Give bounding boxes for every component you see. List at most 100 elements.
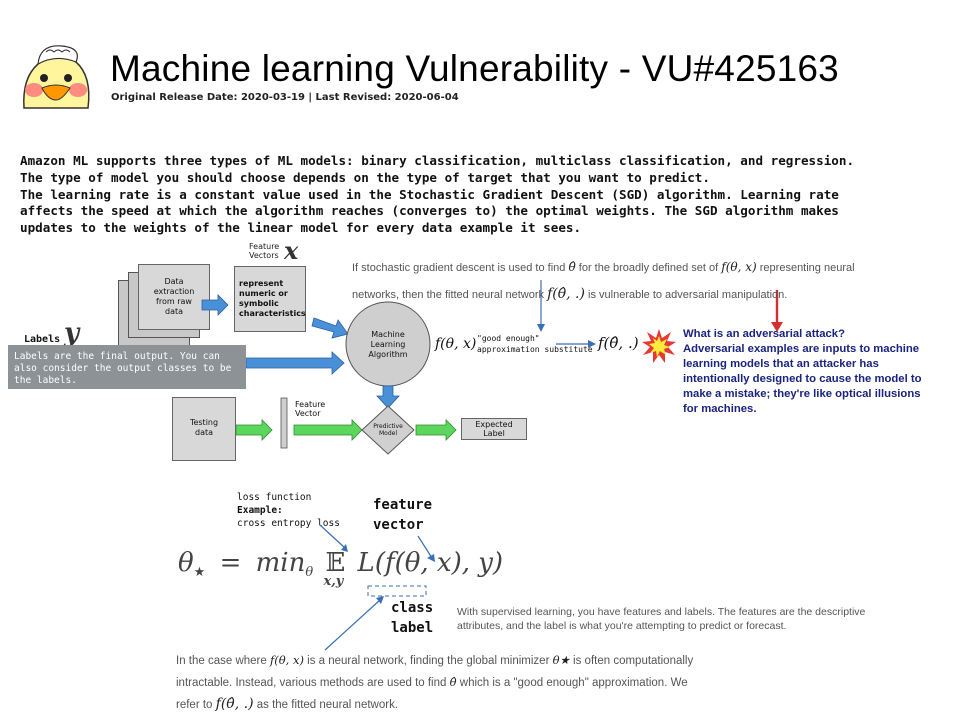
eq-loss: L <box>357 548 375 578</box>
expected-label-line: Label <box>483 429 505 438</box>
bottom-note-text: is a neural network, finding the global … <box>307 655 550 667</box>
labels-note: Labels are the final output. You can als… <box>8 345 246 389</box>
arrow-labels-to-ml <box>245 351 345 375</box>
feature-box-line: characteristics <box>239 309 306 318</box>
expected-label-line: Expected <box>475 420 513 429</box>
ml-pipeline-arrows <box>201 280 596 455</box>
bottom-note-text: is often computationally <box>573 655 694 667</box>
adversarial-line: Adversarial examples are inputs to machi… <box>683 343 920 355</box>
expected-label-box: Expected Label <box>461 418 527 440</box>
bottom-note-text: as the fitted neural network. <box>256 699 399 711</box>
optimization-equation: θ★ = minθ 𝔼 x,y L(f(θ, x), y) <box>178 548 504 589</box>
adversarial-line: for machines. <box>683 403 757 415</box>
loss-pointer-line <box>319 524 346 549</box>
feature-vector-label-line: Feature <box>295 400 326 409</box>
explosion-icon <box>641 328 677 364</box>
f-theta-x-symbol: f(θ, x) <box>721 260 757 274</box>
loss-function-label: loss function Example: cross entropy los… <box>237 491 340 530</box>
predictive-model-label: Predictive Model <box>364 423 412 437</box>
ml-label-line: Machine <box>371 330 405 339</box>
eq-theta: θ <box>178 548 194 578</box>
release-date-subtitle: Original Release Date: 2020-03-19 | Last… <box>111 92 459 103</box>
feature-vectors-label-line: Vectors <box>249 251 279 260</box>
feature-vectors-symbol: x <box>284 236 299 265</box>
class-label-line: class <box>391 600 434 616</box>
arrow-features-to-ml <box>311 317 349 339</box>
feature-pointer-head <box>427 554 435 562</box>
f-theta-x-symbol: f(θ, x) <box>269 653 304 667</box>
labels-title: Labels <box>24 334 61 345</box>
data-extraction-line: from raw <box>156 297 192 306</box>
adversarial-line: What is an adversarial attack? <box>683 328 845 340</box>
feature-vector-annotation: feature vector <box>373 495 432 535</box>
eq-body: (f(θ, x), y) <box>374 548 504 578</box>
class-label-line: label <box>391 620 434 636</box>
feature-vector-annotation-line: feature <box>373 497 433 513</box>
data-extraction-box: Data extraction from raw data <box>138 264 210 330</box>
loss-label-line: loss function <box>237 492 312 503</box>
feature-description-box: represent numeric or symbolic characteri… <box>234 266 306 332</box>
feature-vector-annotation-line: vector <box>373 517 424 533</box>
labels-symbol: y <box>64 318 80 348</box>
adversarial-line: make a mistake; they're like optical ill… <box>683 388 921 400</box>
intro-line: updates to the weights of the linear mod… <box>20 220 582 236</box>
bottom-note-text: In the case where <box>176 655 267 667</box>
ml-label-line: Learning <box>370 340 406 349</box>
testing-data-line: Testing <box>189 418 219 427</box>
intro-line: The learning rate is a constant value us… <box>20 186 839 202</box>
approx-f-right: f(θ̂, .) <box>598 334 639 352</box>
sgd-text: If stochastic gradient descent is used t… <box>352 262 566 274</box>
bottom-pointer-head <box>376 596 384 604</box>
bottom-note: In the case where f(θ, x) is a neural ne… <box>176 650 766 716</box>
loss-label-line: cross entropy loss <box>237 518 340 529</box>
sgd-text: for the broadly defined set of <box>578 262 719 274</box>
bottom-note-text: intractable. Instead, various methods ar… <box>176 677 447 689</box>
approx-f-left: f(θ, x) <box>435 336 477 352</box>
predictive-model-diamond <box>361 405 415 455</box>
predictive-model-line: Model <box>378 430 397 437</box>
ml-label-line: Algorithm <box>368 350 408 359</box>
sgd-text: representing neural <box>759 262 855 274</box>
eq-equals: = <box>219 548 242 578</box>
arrow-model-to-label <box>415 419 457 441</box>
approx-good-enough: "good enough" <box>477 334 540 343</box>
adversarial-line: learning models that an attacker has <box>683 358 879 370</box>
eq-theta-sub: ★ <box>193 565 206 580</box>
duck-avatar-icon <box>16 38 96 114</box>
theta-star-symbol: θ★ <box>552 653 570 667</box>
intro-line: Amazon ML supports three types of ML mod… <box>20 153 855 168</box>
bottom-note-text: refer to <box>176 699 213 711</box>
loss-label-line: Example: <box>237 505 283 516</box>
testing-data-line: data <box>194 428 214 437</box>
theta-hat-symbol: θ̂ <box>568 260 576 274</box>
feature-box-line: numeric or <box>239 289 288 298</box>
feature-vector-label-line: Vector <box>295 409 321 418</box>
feature-box-line: symbolic <box>239 299 279 308</box>
feature-vectors-label: Feature Vectors <box>249 242 279 260</box>
supervised-caption-line: With supervised learning, you have featu… <box>457 606 866 618</box>
data-extraction-line: extraction <box>153 287 195 296</box>
page-title: Machine learning Vulnerability - VU#4251… <box>110 48 839 89</box>
f-hat-symbol: f(θ̂, .) <box>547 286 585 302</box>
adversarial-line: intentionally designed to cause the mode… <box>683 373 922 385</box>
arrow-testing-to-vector <box>235 419 273 441</box>
predictive-model-line: Predictive <box>373 423 403 430</box>
arrow-data-to-features <box>201 294 229 316</box>
theta-hat-symbol: θ̂ <box>449 675 457 689</box>
equation-pointers <box>319 524 435 651</box>
arrow-vector-to-model <box>293 419 363 441</box>
bottom-pointer-line <box>324 599 381 651</box>
pointer-down-head <box>537 324 545 332</box>
feature-vectors-label-line: Feature <box>249 242 280 251</box>
red-arrow <box>771 290 783 332</box>
feature-vector-label: Feature Vector <box>295 400 325 418</box>
ml-algorithm-label: Machine Learning Algorithm <box>352 330 424 360</box>
intro-line: The type of model you should choose depe… <box>20 169 710 185</box>
data-extraction-line: Data <box>164 277 184 286</box>
pointer-right-head <box>588 340 596 348</box>
intro-paragraph: Amazon ML supports three types of ML mod… <box>20 153 955 237</box>
bottom-note-text: which is a "good enough" approximation. … <box>459 677 688 689</box>
sgd-text: is vulnerable to adversarial manipulatio… <box>588 289 788 301</box>
eq-expectation-sub: x,y <box>323 574 344 589</box>
intro-line: affects the speed at which the algorithm… <box>20 203 839 219</box>
